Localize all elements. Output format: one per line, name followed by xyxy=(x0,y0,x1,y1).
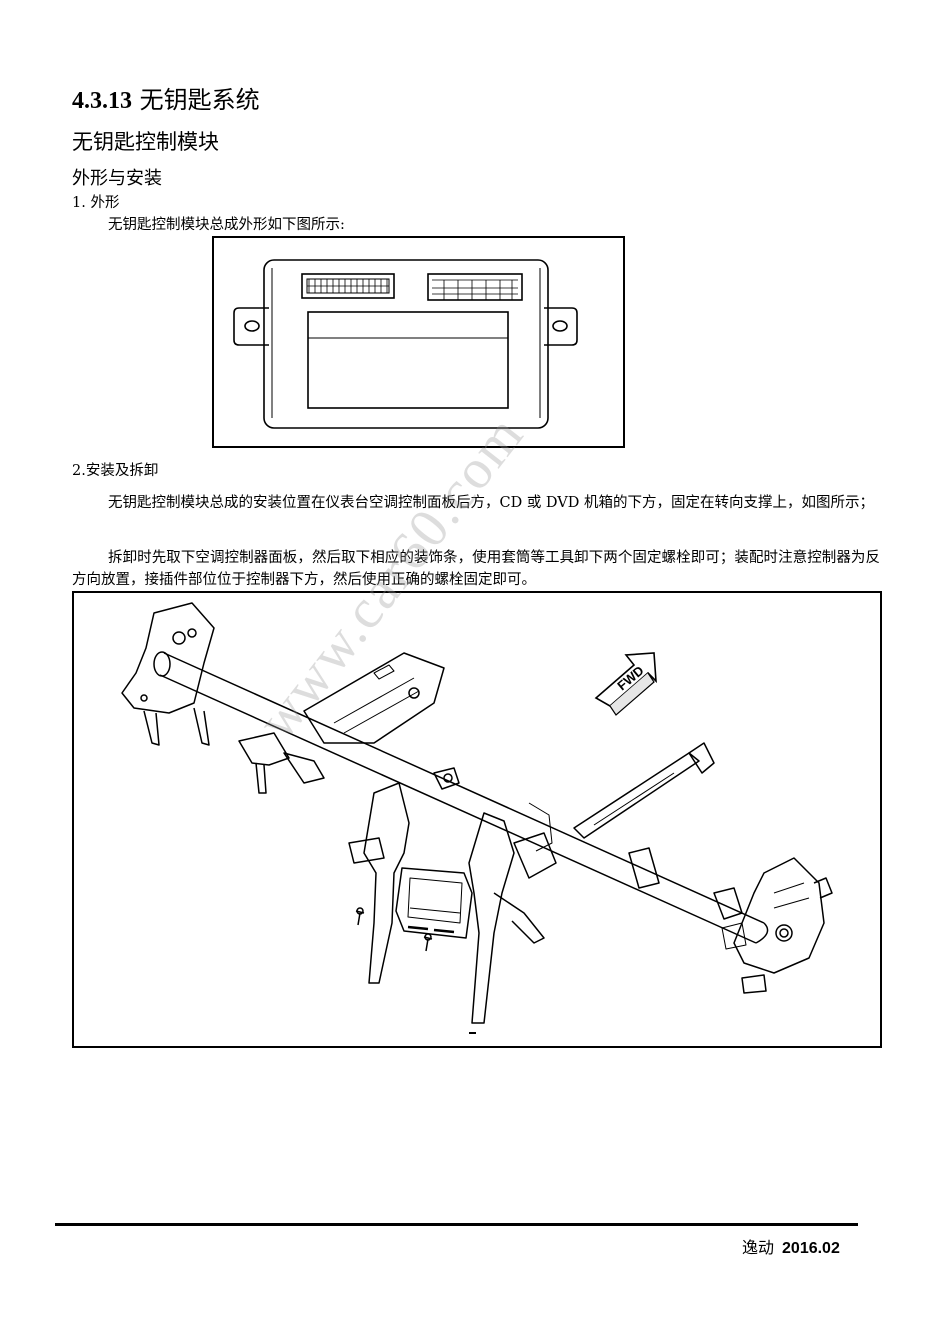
subheading: 无钥匙控制模块 xyxy=(72,130,219,154)
section-number: 4.3.13 xyxy=(72,88,132,114)
section-title: 无钥匙系统 xyxy=(139,86,260,114)
step-2-paragraph-2: 拆卸时先取下空调控制器面板，然后取下相应的装饰条，使用套筒等工具卸下两个固定螺栓… xyxy=(72,550,880,588)
footer-model: 逸动 xyxy=(742,1238,775,1257)
footer: 逸动 2016.02 xyxy=(742,1234,840,1258)
step-2-label: 2.安装及拆卸 xyxy=(72,463,159,479)
module-figure xyxy=(212,236,625,448)
dashboard-crossbeam-drawing: FWD xyxy=(121,602,833,1034)
module-outline-drawing xyxy=(233,259,578,429)
footer-date: 2016.02 xyxy=(782,1240,840,1257)
footer-rule xyxy=(55,1223,858,1226)
step-2-paragraph-1: 无钥匙控制模块总成的安装位置在仪表台空调控制面板后方，CD 或 DVD 机箱的下… xyxy=(108,495,875,511)
fwd-arrow-icon: FWD xyxy=(594,652,657,716)
installation-figure: FWD xyxy=(72,591,882,1048)
step-1-label: 1. 外形 xyxy=(72,195,120,211)
section-heading: 4.3.13 无钥匙系统 xyxy=(72,84,260,117)
step-1-text: 无钥匙控制模块总成外形如下图所示: xyxy=(108,217,345,233)
section-subtitle: 外形与安装 xyxy=(72,168,162,189)
